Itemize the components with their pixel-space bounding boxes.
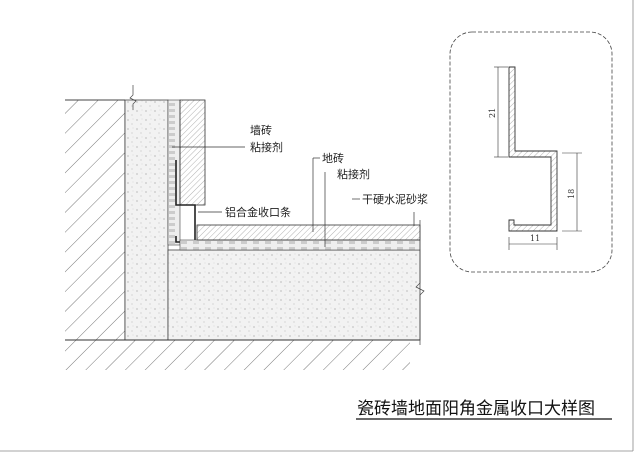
- label-aluminum-trim: 铝合金收口条: [225, 205, 291, 219]
- dimension-upper: 21: [488, 108, 497, 118]
- trim-profile: [508, 66, 558, 232]
- wall-plaster-layer: [124, 99, 169, 341]
- label-wall-adhesive: 粘接剂: [250, 140, 283, 154]
- wall-adhesive-layer: [167, 99, 181, 246]
- floor-adhesive-layer: [179, 239, 421, 251]
- break-line-icon: [129, 85, 137, 110]
- wall-tile: [179, 99, 206, 206]
- label-wall-tile: 墙砖: [250, 123, 272, 137]
- structural-wall: [65, 99, 126, 340]
- break-line-icon: [415, 220, 425, 345]
- dimension-bottom: 11: [530, 234, 540, 243]
- dry-mortar-layer: [167, 249, 421, 341]
- ground-slab: [65, 339, 420, 370]
- aluminum-trim: [175, 160, 196, 243]
- leader-lines: [172, 146, 415, 247]
- label-dry-mortar: 干硬水泥砂浆: [362, 192, 428, 206]
- label-floor-adhesive: 粘接剂: [337, 167, 370, 181]
- floor-tile: [196, 224, 421, 241]
- drawing-title: 瓷砖墙地面阳角金属收口大样图: [357, 399, 595, 419]
- label-floor-tile: 地砖: [322, 151, 344, 165]
- trim-profile-detail: 21 18 11: [449, 31, 613, 273]
- dimension-right: 18: [567, 189, 576, 199]
